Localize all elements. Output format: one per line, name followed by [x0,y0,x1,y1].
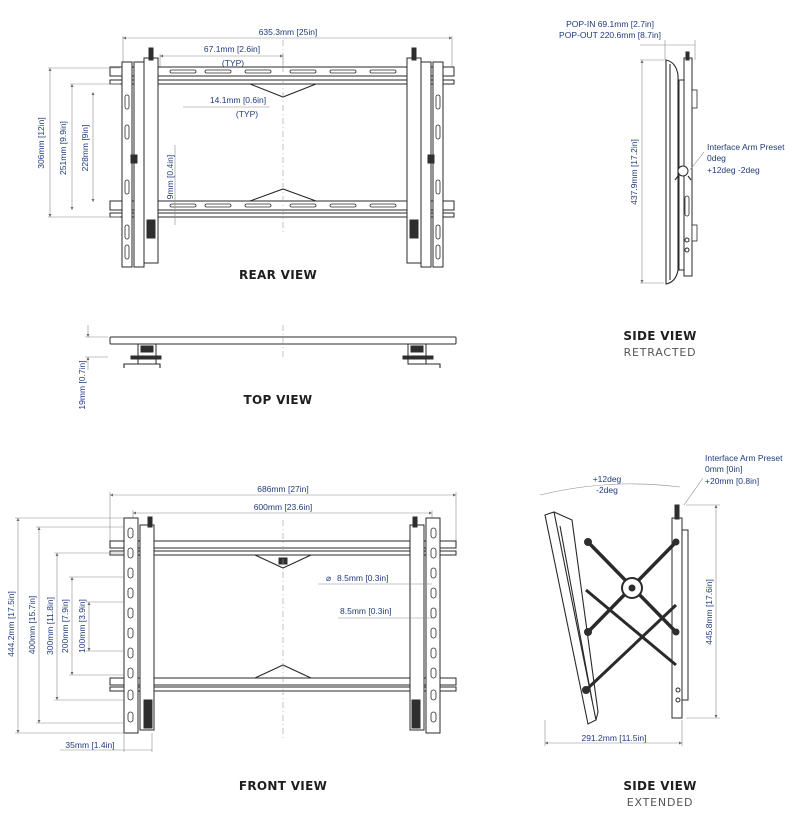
rear-slot-pitch-note: (TYP) [222,58,244,68]
rear-slot-width-label: 14.1mm [0.6in] [210,95,266,105]
front-v300-label: 300mm [11.8in] [45,597,55,655]
rear-rail-slots [169,69,397,208]
top-view-title: TOP VIEW [244,393,313,407]
front-width-outer-label: 686mm [27in] [257,484,309,494]
extended-tilt-line1: +12deg [593,474,622,484]
front-v400-label: 400mm [15.7in] [27,596,37,655]
front-width-inner-label: 600mm [23.6in] [254,502,313,512]
rear-height-small-label: 9mm [0.4in] [165,155,175,199]
extended-tilt-line2: -2deg [596,485,618,495]
rear-width-label: 635.3mm [25in] [259,27,318,37]
front-offset-label: 35mm [1.4in] [65,740,114,750]
front-hole-dia-symbol: ⌀ [326,573,332,583]
rear-height-inner-label: 228mm [9in] [80,125,90,172]
extended-depth-label: 291.2mm [11.5in] [581,733,646,743]
retracted-view-title: SIDE VIEW [623,329,696,343]
extended-view-subtitle: EXTENDED [627,796,693,809]
side-view-extended: +12deg -2deg Interface Arm Preset 0mm [0… [539,453,783,809]
retracted-preset-line2: +12deg -2deg [707,165,760,175]
front-view: 686mm [27in] 600mm [23.6in] [6,484,457,793]
rear-height-outer-label: 251mm [9.9in] [58,121,68,175]
rear-view: 635.3mm [25in] 67.1mm [2.6in] (TYP) [36,27,455,282]
front-v100-label: 100mm [3.9in] [77,599,87,653]
extended-height-label: 445.8mm [17.6in] [704,579,714,645]
side-view-retracted: POP-IN 69.1mm [2.7in] POP-OUT 220.6mm [8… [559,19,785,359]
pop-out-label: POP-OUT 220.6mm [8.7in] [559,30,661,40]
retracted-view-subtitle: RETRACTED [624,346,697,359]
front-right-holes [430,527,437,723]
top-view: 19mm [0.7in] TOP VIEW [77,325,457,410]
front-hole-dia-label: 8.5mm [0.3in] [337,573,389,583]
retracted-preset-label: Interface Arm Preset [707,142,785,152]
rear-slot-pitch-label: 67.1mm [2.6in] [204,44,260,54]
extended-preset-line2: +20mm [0.8in] [705,476,759,486]
extended-preset-label: Interface Arm Preset [705,453,783,463]
front-view-title: FRONT VIEW [239,779,327,793]
extended-preset-line1: 0mm [0in] [705,464,742,474]
rear-height-total-label: 306mm [12in] [36,117,46,169]
rear-view-title: REAR VIEW [239,268,317,282]
front-v200-label: 200mm [7.9in] [60,599,70,653]
front-left-holes [127,527,134,723]
front-slot-width-label: 8.5mm [0.3in] [340,606,392,616]
retracted-height-label: 437.9mm [17.2in] [629,139,639,205]
rear-slot-width-note: (TYP) [236,109,258,119]
extended-view-title: SIDE VIEW [623,779,696,793]
front-height-total-label: 444.2mm [17.5in] [6,591,16,657]
pop-in-label: POP-IN 69.1mm [2.7in] [566,19,654,29]
retracted-preset-line1: 0deg [707,153,726,163]
top-depth-label: 19mm [0.7in] [77,360,87,409]
